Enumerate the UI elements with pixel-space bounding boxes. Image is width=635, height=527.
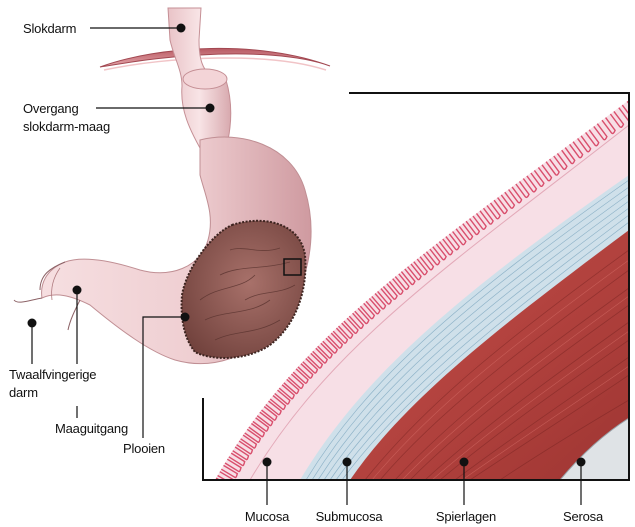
dot-overgang [206, 104, 215, 113]
label-slokdarm: Slokdarm [23, 20, 76, 37]
dot-plooien [181, 313, 190, 322]
dot-maaguitgang [73, 286, 82, 295]
label-twaalfvingerige-line2: darm [9, 384, 38, 401]
label-overgang-line1: Overgang [23, 100, 79, 117]
label-overgang-line2: slokdarm-maag [23, 118, 110, 135]
dot-mucosa [263, 458, 272, 467]
dot-submucosa [343, 458, 352, 467]
dot-slokdarm [177, 24, 186, 33]
label-submucosa: Submucosa [316, 508, 383, 525]
label-mucosa: Mucosa [245, 508, 289, 525]
label-plooien: Plooien [123, 440, 165, 457]
label-maaguitgang: Maaguitgang [55, 420, 128, 437]
label-twaalfvingerige-line1: Twaalfvingerige [9, 366, 96, 383]
label-serosa: Serosa [563, 508, 603, 525]
dot-serosa [577, 458, 586, 467]
label-spierlagen: Spierlagen [436, 508, 496, 525]
dot-twaalfvingerige-darm [28, 319, 37, 328]
dot-spierlagen [460, 458, 469, 467]
stomach-interior [182, 221, 306, 358]
